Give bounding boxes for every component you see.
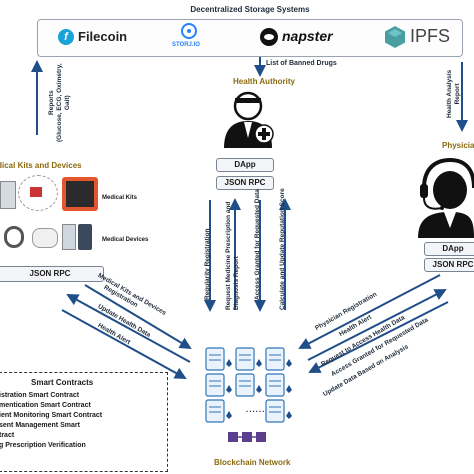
health-authority-icon (224, 91, 274, 148)
right-diag-arrow-1 (298, 274, 441, 349)
health-authority-dapp: DApp (216, 158, 274, 172)
storage-title: Decentralized Storage Systems (190, 5, 310, 14)
smart-contract-item: istration Smart Contract (0, 392, 80, 399)
medical-json-rpc: JSON RPC (0, 266, 104, 282)
ipfs-icon (385, 26, 405, 48)
blockchain-network-graphic (205, 347, 292, 442)
health-authority-json-rpc: JSON RPC (216, 176, 274, 190)
smart-contract-item: mentication Smart Contract (0, 402, 91, 409)
vertical-label-3: Access Granted for Requested Data (254, 189, 261, 300)
smart-contract-item: ient Monitoring Smart Contract (0, 412, 103, 419)
medical-kits-label: Medical Kits (102, 195, 138, 201)
vertical-label-4: Calculate and Update Reputation Score (279, 188, 286, 310)
smart-contracts-box: Smart Contracts istration Smart Contract… (0, 372, 168, 472)
smart-contract-item: sent Management Smart (0, 422, 80, 429)
right-diag-arrow-2 (307, 289, 447, 361)
napster-label: napster (282, 28, 333, 44)
medical-devices-image (0, 220, 100, 256)
physician-icon (418, 157, 474, 238)
storage-systems-box: f Filecoin STORJ.IO napster IPFS (37, 19, 463, 57)
napster-icon (260, 28, 278, 46)
medical-title: Medical Kits and Devices (0, 161, 82, 170)
vertical-label-1: Regularity Registration (204, 228, 211, 300)
filecoin-icon: f (58, 29, 74, 45)
medical-kits-image (0, 173, 100, 219)
physician-json-rpc: JSON RPC (424, 258, 474, 272)
ipfs-label: IPFS (410, 26, 451, 46)
health-authority-title: Health Authority (233, 77, 295, 86)
left-diag-arrow-2 (66, 294, 191, 363)
blockchain-title: Blockchain Network (214, 458, 291, 467)
left-diag-arrow-3 (61, 309, 187, 379)
blockchain-dots: ...... (246, 405, 266, 414)
filecoin-label: Filecoin (78, 29, 128, 44)
physician-dapp: DApp (424, 242, 474, 256)
vertical-label-2: Request Medicine Prescription and Diagno… (225, 201, 240, 310)
health-analysis-label: Health Analysis Report (446, 69, 461, 118)
reports-label: Reports (Glucose, ECG, Oximetry, Gait) (48, 63, 71, 142)
banned-drugs-label: List of Banned Drugs (266, 60, 337, 67)
medical-devices-label: Medical Devices (102, 237, 149, 243)
smart-contract-item: tract (0, 432, 15, 439)
storj-icon (181, 23, 197, 39)
left-diag-arrow-1 (84, 284, 192, 350)
smart-contracts-title: Smart Contracts (31, 378, 94, 387)
right-diag-arrow-3 (308, 301, 449, 373)
physician-title: Physicia (442, 141, 474, 150)
smart-contract-item: g Prescription Verification (0, 442, 86, 449)
storj-label: STORJ.IO (172, 42, 200, 48)
